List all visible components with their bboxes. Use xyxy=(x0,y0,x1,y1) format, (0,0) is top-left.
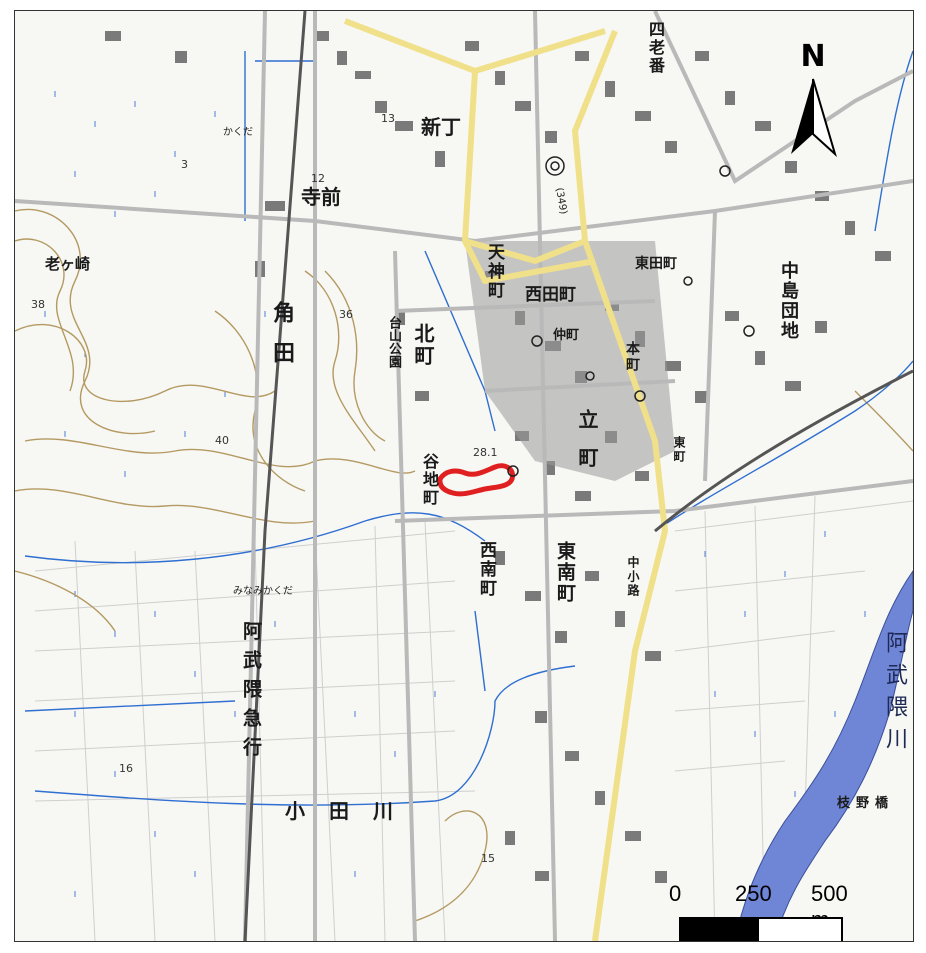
label-elevation-3: 3 xyxy=(181,158,188,171)
label-higashiminamimachi: 東南町 xyxy=(554,541,576,604)
contour-lines xyxy=(15,208,913,922)
label-abukuma-river: 阿武隈川 xyxy=(882,631,907,759)
scale-tick-250: 250 xyxy=(735,881,772,906)
north-arrow: N xyxy=(785,39,841,169)
north-arrow-icon xyxy=(791,78,837,158)
scale-tick-0: 0 xyxy=(669,881,682,906)
paddy-field-grid xyxy=(34,495,913,941)
label-nishiminamimachi: 西南町 xyxy=(476,541,496,598)
label-honmachi: 本町 xyxy=(624,341,640,373)
label-kitamachi: 北町 xyxy=(411,323,435,367)
label-elevation-40: 40 xyxy=(215,434,229,447)
label-nakakoji: 中小路 xyxy=(626,556,640,598)
label-edanohashi: 枝野橋 xyxy=(837,796,895,811)
label-nakajima-danchi: 中島団地 xyxy=(778,261,799,341)
label-odagawa: 小田川 xyxy=(285,799,417,823)
label-teramae: 寺前 xyxy=(301,185,341,209)
label-ronban: 四老番 xyxy=(646,21,665,75)
label-elevation-15: 15 xyxy=(481,852,495,865)
label-yachimachi: 谷地町 xyxy=(420,453,439,507)
label-elevation-13: 13 xyxy=(381,112,395,125)
abukuma-river xyxy=(734,570,913,941)
paddy-marks xyxy=(44,91,866,897)
label-elevation-28-1: 28.1 xyxy=(473,446,498,459)
scale-bar: 0 250 500 m xyxy=(665,881,865,941)
label-kakuda: 角田 xyxy=(269,301,294,381)
label-abukuma-kyuko: 阿武隈急行 xyxy=(240,621,262,766)
map-frame[interactable]: 新丁 寺前 老ヶ崎 角田 天神町 西田町 東田町 仲町 本町 北町 台山公園 立… xyxy=(14,10,914,942)
label-tatemachi: 立町 xyxy=(575,409,599,485)
label-elevation-36: 36 xyxy=(339,308,353,321)
label-nishitamachi: 西田町 xyxy=(525,285,576,305)
label-oigasaki: 老ヶ崎 xyxy=(45,255,91,273)
label-kakuda-kana: かくだ xyxy=(223,127,253,138)
label-elevation-16: 16 xyxy=(119,762,133,775)
urban-buildings xyxy=(105,31,891,883)
label-tenjinmachi: 天神町 xyxy=(484,243,504,300)
label-daiyama-koen: 台山公園 xyxy=(386,316,401,368)
scale-bar-black-segment xyxy=(681,919,759,941)
label-shinmachi: 新丁 xyxy=(421,115,461,139)
label-minamikakuda-kana: みなみかくだ xyxy=(233,586,293,597)
topographic-map[interactable] xyxy=(15,11,913,941)
label-higashi: 東町 xyxy=(672,436,686,464)
label-elevation-12: 12 xyxy=(311,172,325,185)
label-elevation-38: 38 xyxy=(31,298,45,311)
scale-bar-segments xyxy=(679,917,843,941)
label-higashitamachi: 東田町 xyxy=(635,256,677,272)
map-symbols xyxy=(507,156,755,477)
railway xyxy=(243,11,913,941)
label-nakamachi: 仲町 xyxy=(553,328,580,343)
north-label: N xyxy=(800,39,826,74)
highlighted-site xyxy=(437,463,516,497)
main-roads xyxy=(343,18,668,941)
